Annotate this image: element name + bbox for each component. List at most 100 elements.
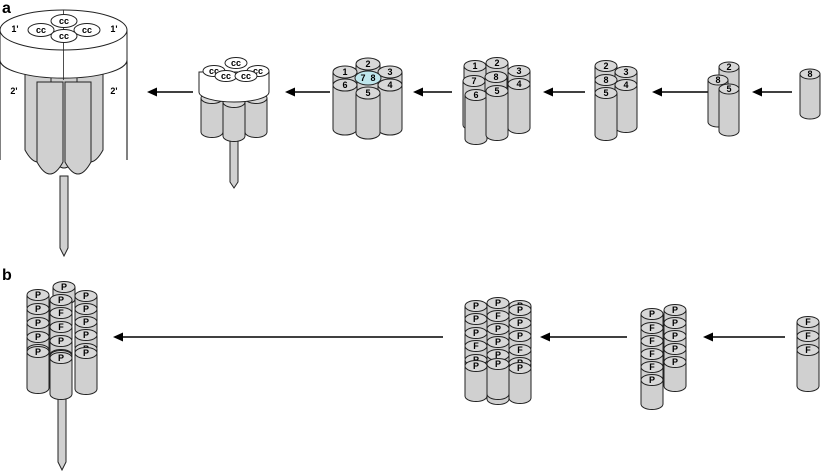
- panel-label-b: b: [2, 267, 12, 284]
- rod-body: [485, 91, 509, 141]
- subunit-label: 3: [623, 67, 628, 77]
- rod-top: [486, 297, 510, 309]
- rod-top: [640, 348, 664, 360]
- rod-top: [508, 344, 532, 356]
- subunit-label: 5: [726, 84, 731, 94]
- rod: 5: [594, 87, 618, 141]
- subunit-label: F: [495, 311, 501, 321]
- rod-body: [26, 352, 50, 394]
- rod: P: [464, 360, 488, 402]
- rod-top: [796, 344, 820, 356]
- assembly-arrow: [752, 87, 792, 97]
- rod-top: [354, 70, 382, 86]
- subunit-label: P: [61, 282, 67, 292]
- rod-top: [26, 289, 50, 301]
- rod-top: [355, 57, 381, 71]
- subunit-label: 5: [494, 86, 499, 96]
- rod: P: [49, 352, 73, 400]
- rod: 6: [464, 89, 488, 145]
- subunit-label: 5: [603, 88, 608, 98]
- subunit-label: P: [58, 353, 64, 363]
- cc-subunit: [50, 29, 78, 43]
- rod-top: [663, 343, 687, 355]
- subunit-label: F: [649, 362, 655, 372]
- rod-top: [26, 303, 50, 315]
- assembly-arrow: [113, 332, 443, 342]
- rod-body: [718, 89, 740, 137]
- subunit-label: P: [649, 375, 655, 385]
- cc-subunit: [27, 23, 55, 37]
- rod-top: [26, 331, 50, 343]
- subunit-label: F: [649, 323, 655, 333]
- rod-top: [74, 329, 98, 341]
- panel-b-assembly: FFFPPFPFPFPFPPPPPPFPPPPFPPPPFPPPPPPPPPPP…: [26, 281, 820, 472]
- subunit-label: P: [495, 337, 501, 347]
- rod: P: [663, 356, 687, 392]
- cc-label: cc: [82, 25, 92, 35]
- subunit-label: 4: [623, 80, 628, 90]
- subunit-label: P: [672, 318, 678, 328]
- rod-top: [614, 66, 638, 78]
- subunit-label: P: [495, 324, 501, 334]
- assembly-arrow: [703, 332, 785, 342]
- cc-subunit: [50, 14, 78, 28]
- rod-top: [49, 294, 73, 306]
- assembly-arrow: [413, 87, 452, 97]
- subunit-label: P: [517, 318, 523, 328]
- rod-top: [707, 74, 729, 86]
- rod-top: [508, 317, 532, 329]
- rod-top: [508, 304, 532, 316]
- subunit-label: 8: [493, 72, 498, 82]
- cc-label: cc: [59, 16, 69, 26]
- rod-top: [26, 317, 50, 329]
- rod-body: [508, 368, 532, 404]
- rod-body: [614, 85, 638, 133]
- rod-top: [49, 307, 73, 319]
- subunit-label: 4: [516, 79, 521, 89]
- subunit-label: P: [473, 301, 479, 311]
- subunit-label: 3: [516, 66, 521, 76]
- subunit-label: P: [672, 344, 678, 354]
- panel-a-stage-1: 8: [799, 68, 821, 120]
- rod-top: [640, 308, 664, 320]
- rod-top: [640, 322, 664, 334]
- rod-top: [49, 335, 73, 347]
- subunit-label: F: [805, 331, 811, 341]
- rod-top: [663, 304, 687, 316]
- rod-top: [640, 374, 664, 386]
- subunit-label: 8: [370, 73, 375, 83]
- rod-body: [64, 81, 92, 175]
- subunit-label: P: [35, 290, 41, 300]
- subunit-label: 7: [360, 73, 365, 83]
- rod-top: [594, 60, 618, 72]
- rod-body: [799, 74, 821, 120]
- side-label: 2': [10, 86, 17, 96]
- rod-top: [49, 352, 73, 364]
- rod-body: [332, 85, 358, 136]
- subunit-label: 3: [387, 67, 392, 77]
- side-label: 2': [110, 86, 117, 96]
- subunit-label: 2: [603, 61, 608, 71]
- rod-body: [355, 93, 381, 140]
- rod: P: [26, 346, 50, 394]
- rod: F: [796, 344, 820, 392]
- rod-body: [74, 353, 98, 395]
- rod-body: [640, 380, 664, 410]
- rod-top: [663, 356, 687, 368]
- subunit-label: 6: [473, 90, 478, 100]
- rod-top: [507, 78, 531, 90]
- rod-top: [507, 65, 531, 77]
- rod-top: [594, 87, 618, 99]
- cc-subunit: [234, 70, 258, 82]
- rod-top: [377, 65, 403, 79]
- rod: 4: [614, 79, 638, 133]
- rod: 6: [332, 78, 358, 136]
